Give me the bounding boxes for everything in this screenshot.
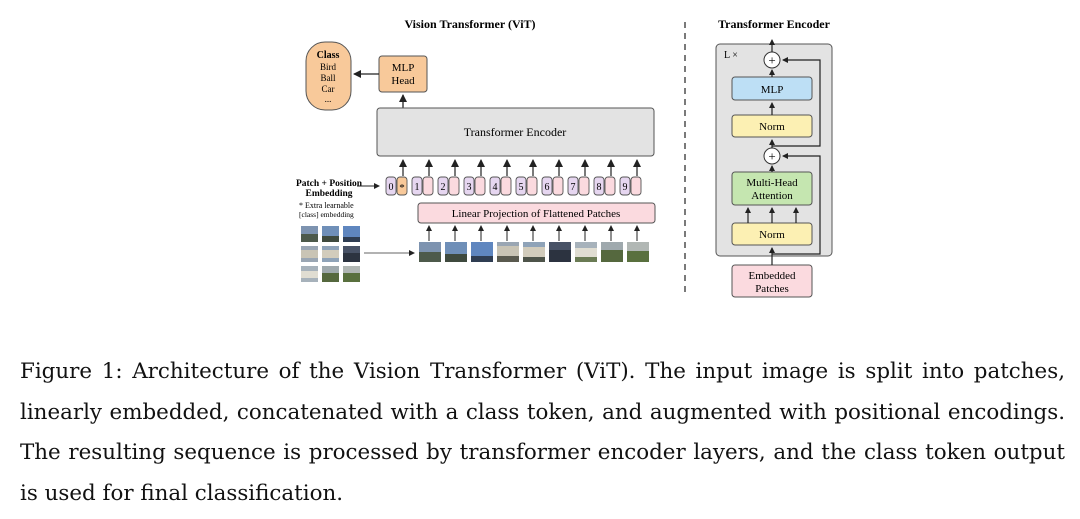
patch-to-projection-arrows	[426, 225, 640, 241]
token-label: 8	[597, 182, 602, 193]
encoder-norm-label: Norm	[759, 229, 785, 241]
patch-token: 1	[411, 176, 434, 196]
mlp-head-label: MLP	[392, 62, 415, 74]
encoder-detail-title: Transformer Encoder	[718, 17, 831, 31]
class-output-box	[305, 41, 352, 111]
flattened-patch-images	[419, 242, 649, 262]
linear-projection-label: Linear Projection of Flattened Patches	[452, 208, 621, 220]
class-embedding-note: * Extra learnable	[299, 201, 354, 210]
patch-token: 7	[567, 176, 590, 196]
token-label: 3	[467, 182, 472, 193]
class-output-item: Ball	[321, 73, 336, 83]
patch-token: 9	[619, 176, 642, 196]
token-label: 5	[519, 182, 524, 193]
patch-token: 3	[463, 176, 486, 196]
encoder-norm-label: Norm	[759, 121, 785, 133]
token-label: 4	[493, 182, 498, 193]
patch-token: 6	[541, 176, 564, 196]
attention-label: Attention	[751, 190, 793, 202]
add-symbol: +	[768, 149, 775, 164]
patch-token: 4	[489, 176, 512, 196]
token-label: 9	[623, 182, 628, 193]
linear-projection-box	[417, 202, 656, 224]
transformer-encoder-label: Transformer Encoder	[464, 125, 567, 139]
token-label: 2	[441, 182, 446, 193]
class-token-marker: *	[399, 182, 405, 194]
embedded-patches-label: Embedded	[748, 270, 796, 282]
token-label: 1	[415, 182, 420, 193]
token-label: 0	[389, 182, 394, 193]
encoder-mlp-label: MLP	[761, 84, 784, 96]
class-output-title: Class	[317, 50, 340, 61]
patch-token: 8	[593, 176, 616, 196]
input-image-patch-grid	[301, 226, 360, 282]
figure-caption: Figure 1: Architecture of the Vision Tra…	[20, 359, 1065, 506]
embedding-label: Patch + Position	[296, 179, 363, 189]
patch-token: 5	[515, 176, 538, 196]
class-output-item: ...	[325, 94, 332, 104]
class-output-item: Car	[322, 84, 335, 94]
vit-title: Vision Transformer (ViT)	[404, 17, 535, 31]
encoder-flow-arrows	[745, 39, 821, 265]
token-label: 7	[571, 182, 576, 193]
class-output-item: Bird	[320, 62, 337, 72]
embedded-patches-label: Patches	[755, 283, 789, 295]
transformer-encoder-box	[376, 107, 655, 157]
token-to-encoder-arrows	[399, 159, 641, 176]
token-label: 6	[545, 182, 550, 193]
encoder-repeat-label: L ×	[724, 50, 738, 61]
mlp-head-label: Head	[391, 75, 415, 87]
class-embedding-note: [class] embedding	[299, 210, 354, 219]
class-token: 0 *	[385, 176, 408, 196]
attention-label: Multi-Head	[746, 177, 798, 189]
embedding-label: Embedding	[306, 189, 353, 199]
add-symbol: +	[768, 53, 775, 68]
patch-token: 2	[437, 176, 460, 196]
vit-architecture-figure: Vision Transformer (ViT) Class Bird Ball…	[296, 17, 833, 298]
